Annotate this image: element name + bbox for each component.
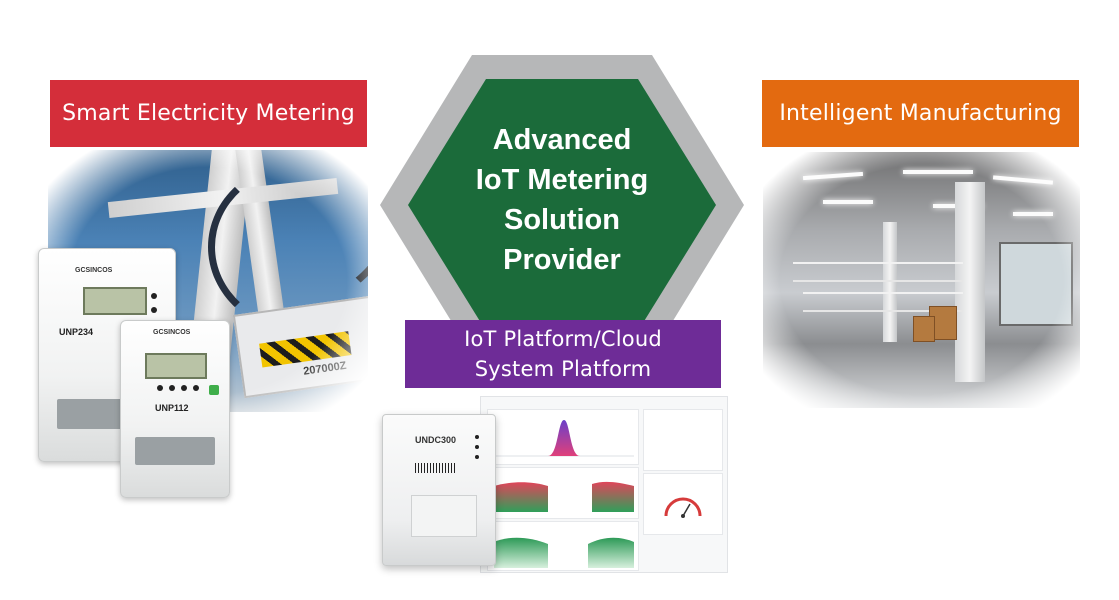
undc300-device-image: UNDC300 [382,414,496,566]
center-title-line-2: IoT Metering [475,164,649,196]
center-title-line-4: Provider [503,244,621,276]
warning-plate: 207000Z [232,295,368,399]
smart-electricity-metering-label: Smart Electricity Metering [62,101,355,126]
intelligent-manufacturing-banner: Intelligent Manufacturing [762,80,1079,147]
intelligent-manufacturing-label: Intelligent Manufacturing [779,101,1062,126]
factory-floor-photo [763,152,1080,408]
iot-platform-banner: IoT Platform/Cloud System Platform [405,320,721,388]
meter-brand-a: GCSINCOS [75,267,113,274]
meter-b-display [145,353,207,379]
device-model: UNDC300 [415,435,457,445]
meter-b-model: UNP112 [155,403,189,413]
dashboard-side-panel [643,409,723,471]
meter-brand-b: GCSINCOS [153,329,191,336]
smart-electricity-metering-banner: Smart Electricity Metering [50,80,367,147]
iot-platform-line-2: System Platform [474,357,652,381]
meter-a-model: UNP234 [59,327,94,337]
dashboard-panel-top [487,409,639,465]
dashboard-gauge-panel [643,473,723,535]
center-title: Advanced IoT Metering Solution Provider [425,120,699,280]
warning-plate-code: 207000Z [302,359,348,378]
meter-a-display [83,287,147,315]
iot-platform-line-1: IoT Platform/Cloud [464,326,662,351]
center-title-line-1: Advanced [492,124,632,156]
dashboard-panel-bottom [487,521,639,571]
meter-unp112-image: GCSINCOS UNP112 [120,320,230,498]
center-hexagon [380,55,744,355]
dashboard-panel-middle [487,467,639,519]
center-title-line-3: Solution [504,204,620,236]
cloud-dashboard-screenshot [480,396,728,573]
